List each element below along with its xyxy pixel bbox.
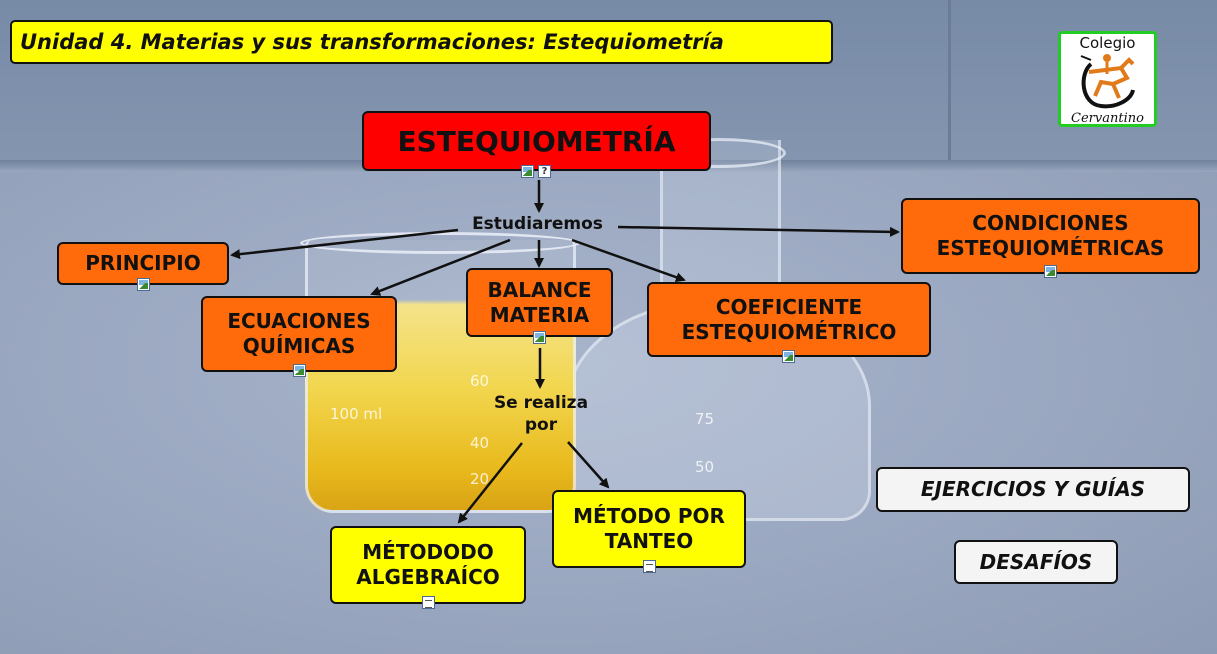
main-concept-estequiometria[interactable]: ESTEQUIOMETRÍA <box>362 111 711 171</box>
link-phrase-estudiaremos: Estudiaremos <box>472 214 603 234</box>
help-resource-icon[interactable]: ? <box>538 165 551 178</box>
school-logo[interactable]: Colegio Cervantino <box>1058 31 1157 127</box>
image-resource-icon[interactable] <box>521 165 534 178</box>
arrow-to-coeficiente <box>571 238 686 283</box>
image-resource-icon[interactable] <box>533 331 546 344</box>
arrow-to-principio <box>230 228 459 260</box>
logo-bottom-text: Cervantino <box>1071 111 1144 126</box>
logo-top-text: Colegio <box>1079 34 1136 52</box>
image-resource-icon[interactable] <box>293 364 306 377</box>
concept-metodo-por-tanteo[interactable]: MÉTODO POR TANTEO <box>552 490 746 568</box>
arrow-to-algebraico <box>457 442 523 524</box>
concept-ecuaciones-quimicas[interactable]: ECUACIONES QUÍMICAS <box>201 296 397 372</box>
horse-rider-logo-icon <box>1080 54 1135 109</box>
concept-metodo-algebraico[interactable]: MÉTODODO ALGEBRAÍCO <box>330 526 526 604</box>
arrow-to-ecuaciones <box>370 238 511 296</box>
beaker-graduation-40: 40 <box>470 434 490 452</box>
beaker-volume-label: 100 ml <box>330 405 383 423</box>
concept-coeficiente-estequiometrico[interactable]: COEFICIENTE ESTEQUIOMÉTRICO <box>647 282 931 357</box>
ejercicios-y-guias-button[interactable]: EJERCICIOS Y GUÍAS <box>876 467 1190 512</box>
arrow-to-tanteo <box>567 441 610 489</box>
image-resource-icon[interactable] <box>1044 265 1057 278</box>
image-resource-icon[interactable] <box>782 350 795 363</box>
document-resource-icon[interactable] <box>643 560 656 573</box>
flask-graduation-75: 75 <box>695 410 715 428</box>
beaker-graduation-20: 20 <box>470 470 490 488</box>
concept-condiciones-estequiometricas[interactable]: CONDICIONES ESTEQUIOMÉTRICAS <box>901 198 1200 274</box>
document-resource-icon[interactable] <box>422 596 435 609</box>
link-phrase-se-realiza-por: Se realiza por <box>493 393 589 436</box>
wall-panel-seam <box>948 0 951 165</box>
image-resource-icon[interactable] <box>137 278 150 291</box>
beaker-graduation-60: 60 <box>470 372 490 390</box>
page-title: Unidad 4. Materias y sus transformacione… <box>10 20 833 64</box>
flask-graduation-50: 50 <box>695 458 715 476</box>
arrow-to-condiciones <box>617 225 900 237</box>
concept-balance-materia[interactable]: BALANCE MATERIA <box>466 268 613 337</box>
desafios-button[interactable]: DESAFÍOS <box>954 540 1118 584</box>
